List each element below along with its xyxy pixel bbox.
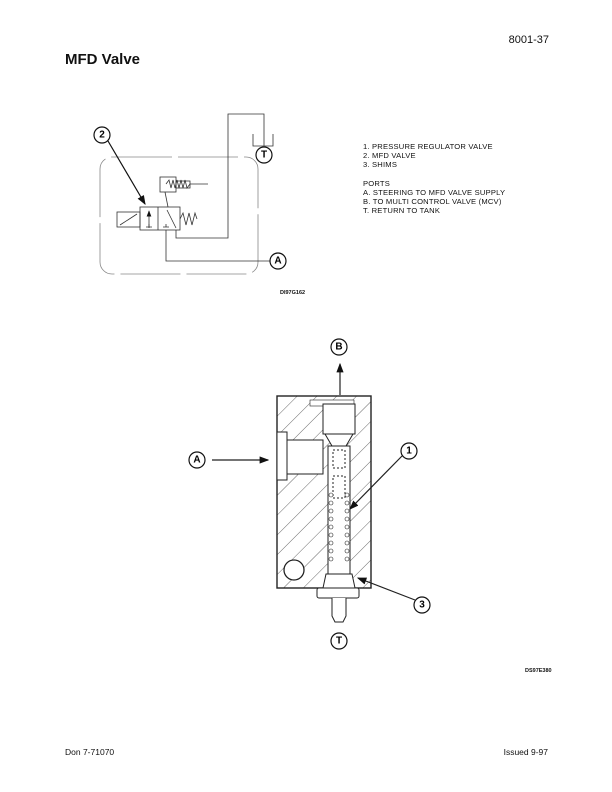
port-item: T. RETURN TO TANK [363,206,441,216]
footer-doc: Don 7-71070 [65,747,115,757]
callout-B: B [330,338,348,356]
hydraulic-schematic [99,113,274,275]
hose-barb [331,598,347,623]
footer-issued: Issued 9-97 [503,747,548,757]
svg-text:T: T [336,636,342,647]
legend: 1. PRESSURE REGULATOR VALVE 2. MFD VALVE… [363,142,505,215]
valve-spring [179,211,198,226]
valve-cross-section [212,362,416,623]
callout-T-schematic: T [255,146,273,164]
svg-text:2: 2 [99,130,105,141]
solenoid [116,211,141,228]
spring-coils [328,492,350,562]
callout-1: 1 [400,442,418,460]
ports-heading: PORTS [363,178,391,188]
valve-body [139,206,181,231]
mcv-port [322,403,356,435]
callout-A: A [188,451,206,469]
svg-text:3: 3 [419,600,425,611]
svg-text:A: A [193,455,200,466]
figure-id: DI97G162 [280,290,306,296]
regulator-cylinder [159,176,177,193]
legend-item: 1. PRESSURE REGULATOR VALVE [363,142,493,151]
port-item: A. STEERING TO MFD VALVE SUPPLY [363,187,506,197]
svg-text:A: A [274,256,281,267]
tank-symbol [252,134,274,147]
legend-item: 2. MFD VALVE [363,151,416,161]
figure-id: DS97E380 [525,668,552,674]
svg-text:1: 1 [406,446,412,457]
callout-2: 2 [93,126,111,144]
supply-line [165,230,270,262]
port-item: B. TO MULTI CONTROL VALVE (MCV) [363,197,502,207]
fitting-nut [316,587,360,599]
svg-text:T: T [261,150,267,161]
page-title: MFD Valve [65,51,141,68]
page-number: 8001-37 [508,34,549,46]
valve-boundary [99,156,259,275]
callout-A-schematic: A [269,252,287,270]
supply-port [286,439,324,475]
callout-T: T [330,632,348,650]
tank-line [175,113,265,239]
legend-item: 3. SHIMS [363,160,398,170]
callout-arrow [107,140,146,206]
callout-3: 3 [413,596,431,614]
svg-text:B: B [335,342,342,353]
